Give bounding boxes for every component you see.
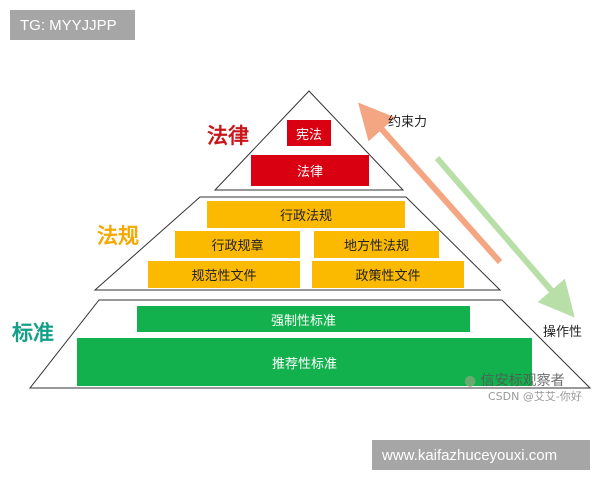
box-mandatory-standards: 强制性标准 — [137, 306, 470, 332]
box-normative-documents: 规范性文件 — [148, 261, 300, 288]
pyramid-top-tier — [213, 90, 405, 191]
tier-label-law: 法律 — [207, 124, 249, 148]
watermark-account: ● 信安标观察者 — [464, 370, 565, 390]
constraint-label: 约束力 — [388, 115, 428, 130]
watermark-csdn: CSDN @艾艾-你好 — [488, 390, 582, 403]
url-badge: www.kaifazhuceyouxi.com — [372, 440, 590, 470]
watermark-account-name: 信安标观察者 — [480, 373, 565, 389]
operability-label: 操作性 — [543, 325, 583, 340]
box-law: 法律 — [251, 155, 369, 186]
box-constitution: 宪法 — [287, 120, 331, 146]
box-administrative-rules: 行政规章 — [175, 231, 300, 258]
pyramid-bottom-tier — [28, 299, 592, 389]
wechat-icon: ● — [464, 373, 477, 389]
box-local-regulations: 地方性法规 — [314, 231, 439, 258]
operability-arrow — [434, 156, 575, 318]
constraint-arrow — [358, 102, 503, 264]
box-recommended-standards: 推荐性标准 — [77, 338, 532, 386]
box-administrative-regulations: 行政法规 — [207, 201, 405, 228]
tg-badge: TG: MYYJJPP — [10, 10, 135, 40]
tier-label-regulation: 法规 — [97, 224, 139, 248]
tier-label-standard: 标准 — [12, 321, 54, 345]
pyramid-middle-tier — [93, 196, 502, 291]
box-policy-documents: 政策性文件 — [312, 261, 464, 288]
